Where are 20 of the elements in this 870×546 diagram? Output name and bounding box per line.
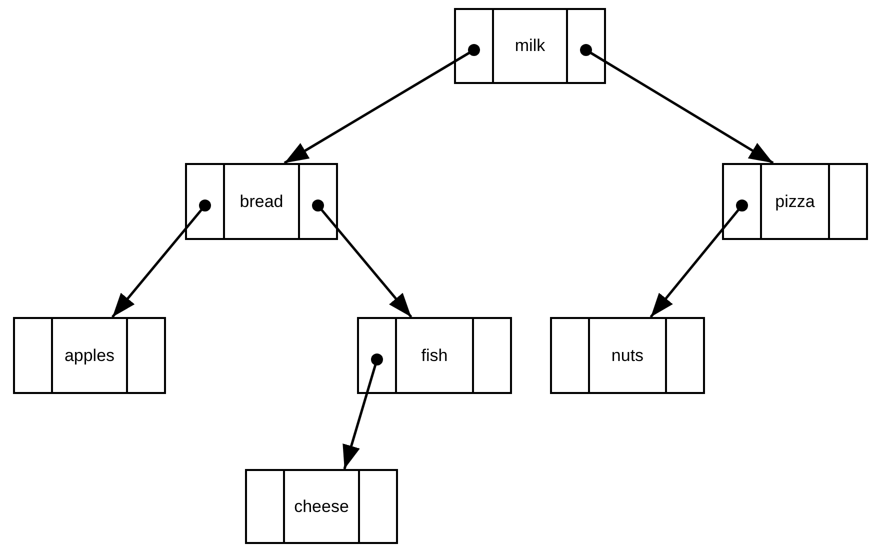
list-node-box xyxy=(454,8,606,84)
pointer-arrow xyxy=(650,200,748,318)
node-label: bread xyxy=(240,192,284,212)
pointer-arrow xyxy=(342,354,383,470)
pointer-arrow xyxy=(111,200,211,318)
node-label: fish xyxy=(421,346,448,366)
list-node-box xyxy=(357,317,512,394)
list-node-box xyxy=(185,163,338,240)
list-node-box xyxy=(13,317,166,394)
node-label: milk xyxy=(514,36,546,56)
list-node-box xyxy=(722,163,868,240)
node-label: pizza xyxy=(775,192,815,212)
pointer-arrow xyxy=(312,200,412,318)
node-label: cheese xyxy=(294,496,349,516)
list-node-box xyxy=(245,469,398,544)
node-label: apples xyxy=(64,346,115,366)
node-label: nuts xyxy=(611,346,644,366)
list-node-box xyxy=(550,317,705,394)
pointer-arrow xyxy=(580,44,774,164)
pointer-arrow xyxy=(284,44,480,164)
